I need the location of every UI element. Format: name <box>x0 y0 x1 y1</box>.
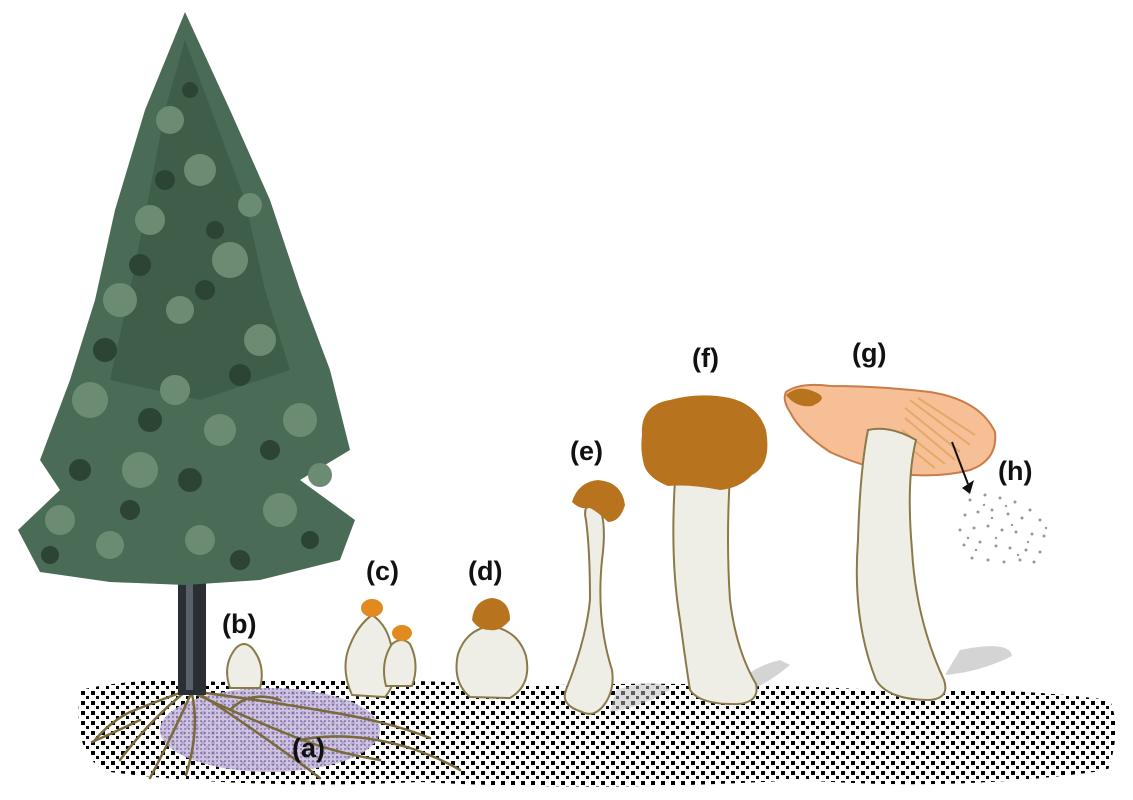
primordium-b <box>227 644 262 688</box>
egg-stage-d <box>457 598 528 698</box>
label-a: (a) <box>292 733 325 763</box>
label-f: (f) <box>692 343 719 373</box>
young-fruiting-body-f <box>641 395 790 704</box>
elongation-stage-e <box>565 480 670 714</box>
label-g: (g) <box>852 338 886 368</box>
conifer-foliage <box>18 12 355 585</box>
label-h: (h) <box>998 456 1032 486</box>
label-b: (b) <box>222 609 256 639</box>
mature-fruiting-body-g <box>785 385 1012 700</box>
button-stage-c <box>345 599 415 697</box>
label-e: (e) <box>570 436 603 466</box>
spore-cloud-h <box>959 494 1048 564</box>
label-c: (c) <box>366 556 399 586</box>
label-d: (d) <box>468 556 502 586</box>
